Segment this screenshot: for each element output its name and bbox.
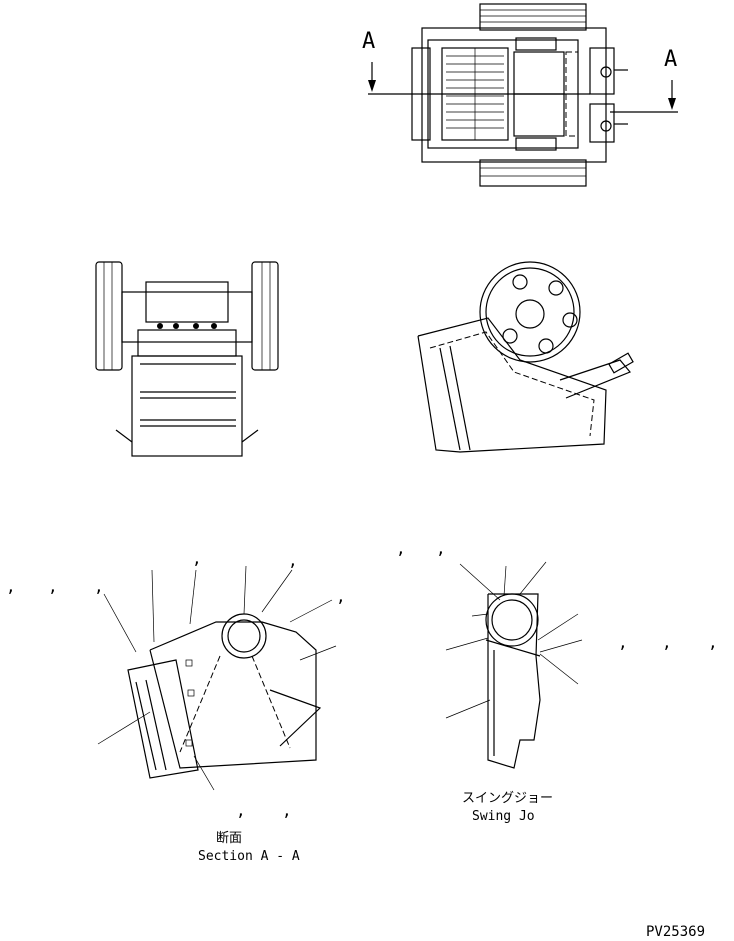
- callout-comma: ,: [192, 549, 202, 568]
- callout-comma: ,: [336, 587, 346, 606]
- callout-comma: ,: [236, 801, 246, 820]
- drawing-number: PV25369: [646, 924, 705, 940]
- callout-comma: ,: [436, 539, 446, 558]
- swing-jaw: [445, 561, 583, 769]
- section-caption-jp: 断面: [216, 831, 242, 846]
- section-caption-en: Section A - A: [198, 849, 300, 864]
- callout-comma: ,: [396, 539, 406, 558]
- swing-jaw-caption-jp: スイングジョー: [462, 791, 553, 806]
- side-view: [417, 261, 634, 453]
- callout-comma: ,: [662, 633, 672, 652]
- section-marker-right: A: [664, 47, 677, 72]
- callout-comma: ,: [618, 633, 628, 652]
- callout-comma: ,: [282, 801, 292, 820]
- callout-commas: , , , , , , , , , , , , ,: [6, 539, 718, 820]
- section-a-a: [97, 565, 337, 791]
- callout-comma: ,: [6, 577, 16, 596]
- section-marker-left: A: [362, 29, 375, 54]
- jaw-teeth: [446, 48, 504, 140]
- top-view: A A: [362, 3, 678, 187]
- swing-jaw-caption-en: Swing Jo: [472, 809, 535, 824]
- callout-comma: ,: [288, 551, 298, 570]
- front-view: [95, 261, 279, 457]
- callout-comma: ,: [48, 577, 58, 596]
- callout-comma: ,: [708, 633, 718, 652]
- callout-comma: ,: [94, 577, 104, 596]
